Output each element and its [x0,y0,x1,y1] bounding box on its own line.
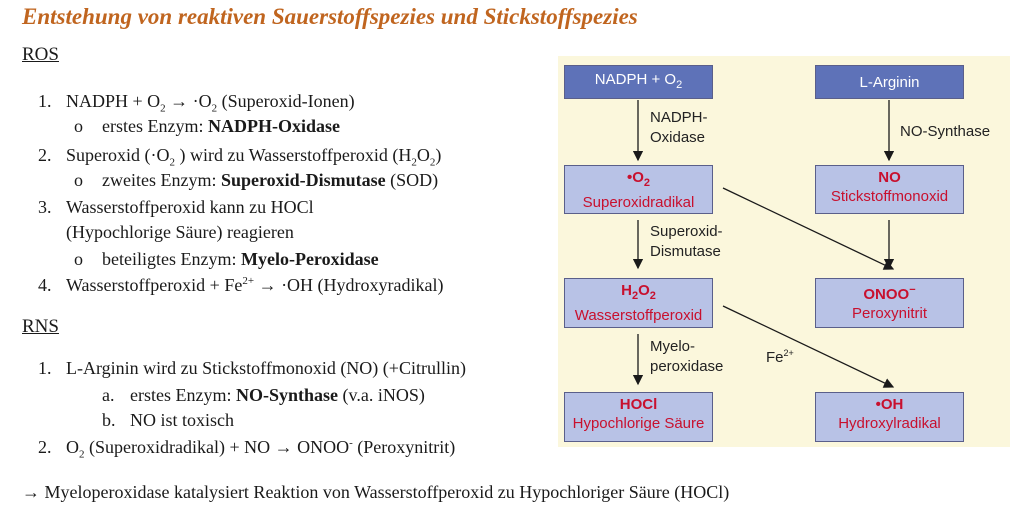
diagram-arrows [632,100,895,388]
node-hypochlorige-saeure: HOCl Hypochlorige Säure [564,392,713,442]
ros-item-4: 4.Wasserstoffperoxid + Fe2+ → ·OH (Hydro… [38,275,444,295]
node-nadph-o2: NADPH + O2 [564,65,713,99]
node-l-arginin: L-Arginin [815,65,964,99]
label-myelo-peroxidase: Myelo-peroxidase [650,338,724,375]
node-stickstoffmonoxid: NO Stickstoffmonoxid [815,165,964,214]
node-superoxidradikal: •O2 Superoxidradikal [564,165,713,214]
node-wasserstoffperoxid: H2O2 Wasserstoffperoxid [564,278,713,328]
rns-item-2: 2.O2 (Superoxidradikal) + NO → ONOO- (Pe… [38,437,456,461]
node-hydroxylradikal: •OH Hydroxylradikal [815,392,964,442]
ros-rns-diagram: NADPH + O2 L-Arginin •O2 Superoxidradika… [558,56,1010,447]
label-superoxid-dismutase: Superoxid-Dismutase [650,223,723,260]
label-no-synthase: NO-Synthase [900,123,991,140]
ros-item-2: 2.Superoxid (·O2 ) wird zu Wasserstoffpe… [38,145,442,169]
rns-heading: RNS [22,316,59,337]
page-title: Entstehung von reaktiven Sauerstoffspezi… [22,4,638,29]
ros-heading: ROS [22,44,59,65]
rns-subitem-a: a.erstes Enzym: NO-Synthase (v.a. iNOS) [102,385,425,405]
label-fe2plus: Fe2+ [766,348,794,366]
ros-item-3-line2: (Hypochlorige Säure) reagieren [66,222,294,242]
conclusion-line: → Myeloperoxidase katalysiert Reaktion v… [22,482,730,502]
right-arrow-icon: → [22,482,40,502]
ros-item-1: 1.NADPH + O2 → ·O2 (Superoxid-Ionen) [38,91,355,115]
node-peroxynitrit: ONOO− Peroxynitrit [815,278,964,328]
rns-subitem-b: b.NO ist toxisch [102,410,235,430]
ros-item-3: 3.Wasserstoffperoxid kann zu HOCl [38,197,314,217]
label-nadph-oxidase: NADPH-Oxidase [650,109,708,146]
rns-item-1: 1.L-Arginin wird zu Stickstoffmonoxid (N… [38,358,466,378]
